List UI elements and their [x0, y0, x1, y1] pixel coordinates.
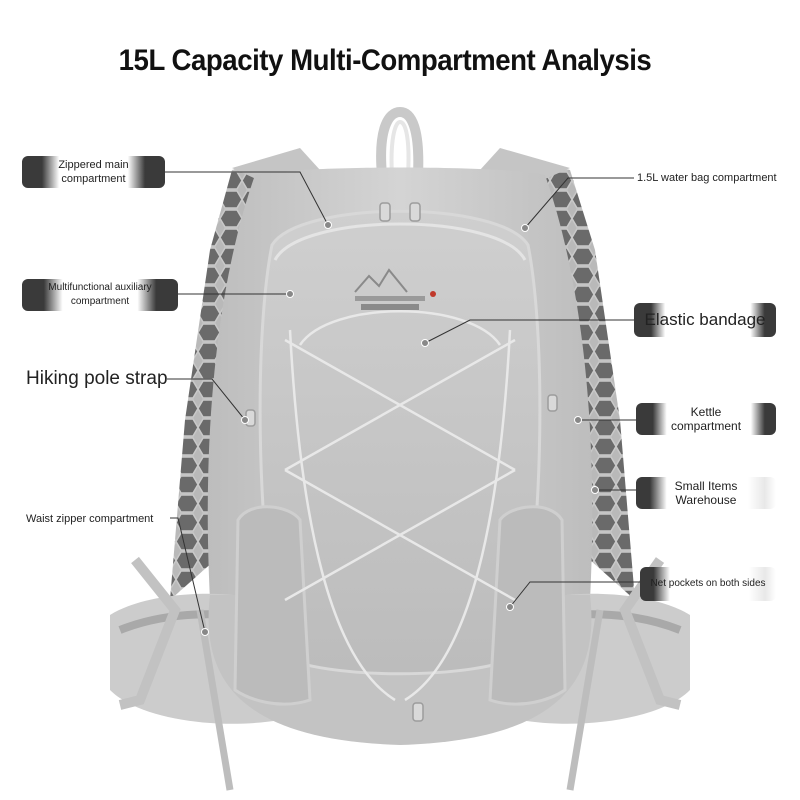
- label-elastic-text: Elastic bandage: [644, 310, 766, 329]
- leader-lines: [165, 171, 640, 636]
- right-net-pocket: [488, 505, 567, 706]
- elastic-cords: [284, 310, 516, 702]
- label-water-bag: 1.5L water bag compartment: [637, 172, 777, 184]
- page-title: 15L Capacity Multi-Compartment Analysis: [118, 44, 652, 77]
- top-handle: [376, 106, 424, 176]
- label-small-items: Small Items Warehouse: [636, 477, 776, 509]
- zipper-pulls: [245, 202, 558, 722]
- label-zippered-main: Zippered main compartment: [22, 156, 165, 188]
- label-kettle-text: Kettle compartment: [671, 405, 742, 433]
- label-net-pockets: Net pockets on both sides: [640, 567, 776, 601]
- label-net-pockets-text: Net pockets on both sides: [650, 578, 766, 589]
- left-net-pocket: [233, 505, 312, 706]
- label-waist-zipper: Waist zipper compartment: [26, 513, 154, 525]
- label-elastic: Elastic bandage: [634, 303, 776, 337]
- label-multifunctional-text: Multifunctional auxiliary compartment: [48, 282, 152, 307]
- label-small-items-text: Small Items Warehouse: [674, 479, 738, 507]
- label-kettle: Kettle compartment: [636, 403, 776, 435]
- label-hiking-pole: Hiking pole strap: [26, 368, 168, 389]
- label-multifunctional: Multifunctional auxiliary compartment: [22, 279, 178, 311]
- label-zippered-main-text: Zippered main compartment: [58, 159, 129, 185]
- brand-logo: [354, 268, 436, 310]
